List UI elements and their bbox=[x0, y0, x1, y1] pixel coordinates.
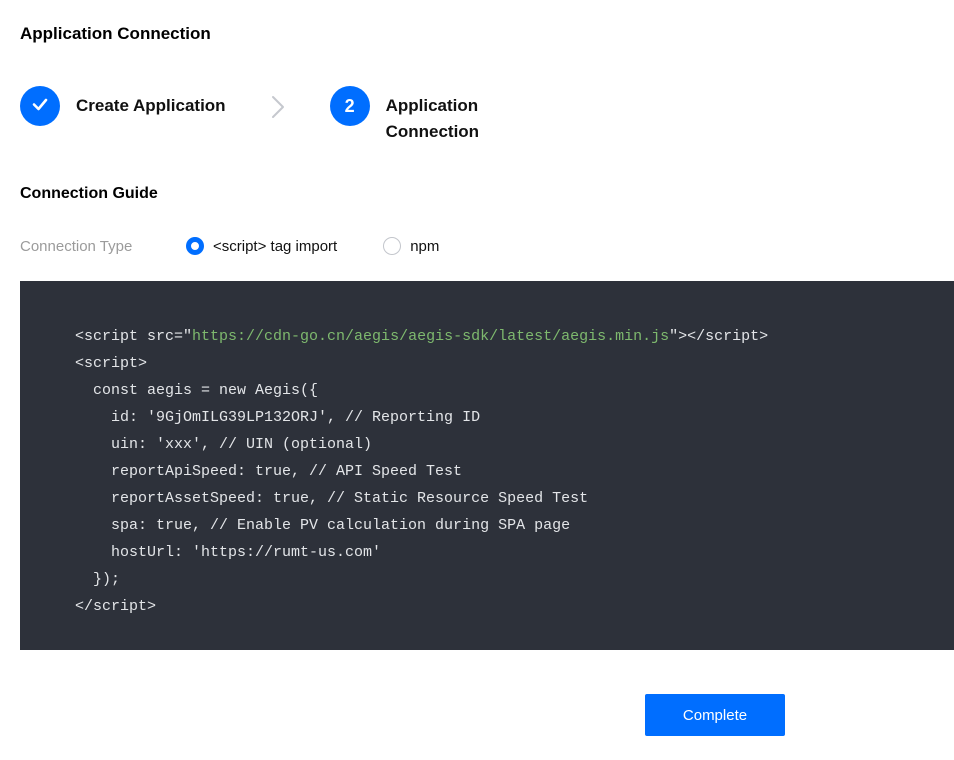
step1-label: Create Application bbox=[76, 96, 226, 115]
code-line1-post: "></script> bbox=[669, 328, 769, 345]
page-title: Application Connection bbox=[20, 24, 211, 43]
code-line: <script> bbox=[75, 355, 148, 372]
connection-type-row: Connection Type <script> tag import npm bbox=[20, 237, 954, 255]
code-line: id: '9GjOmILG39LP132ORJ', // Reporting I… bbox=[75, 409, 481, 426]
step2-label-line1: Application bbox=[385, 96, 479, 115]
code-line: reportApiSpeed: true, // API Speed Test bbox=[75, 463, 463, 480]
footer-actions: Complete bbox=[20, 694, 954, 736]
chevron-right-icon bbox=[270, 94, 286, 125]
radio-selected-icon[interactable] bbox=[186, 237, 204, 255]
step-application-connection: 2 Application Connection bbox=[329, 86, 480, 145]
radio-script-tag-label: <script> tag import bbox=[213, 237, 338, 255]
connection-type-label: Connection Type bbox=[20, 237, 133, 255]
step1-done-circle bbox=[20, 86, 60, 126]
code-line1-url: https://cdn-go.cn/aegis/aegis-sdk/latest… bbox=[192, 328, 670, 345]
step2-label-line2: Connection bbox=[385, 122, 480, 141]
complete-button[interactable]: Complete bbox=[645, 694, 785, 736]
radio-npm-label: npm bbox=[410, 237, 440, 255]
step-separator bbox=[270, 94, 286, 125]
code-line: </script> bbox=[75, 598, 157, 615]
application-connection-page: Application Connection Create Applicatio… bbox=[20, 24, 954, 736]
code-line1-pre: <script src=" bbox=[75, 328, 193, 345]
step2-number: 2 bbox=[344, 95, 355, 116]
check-icon bbox=[30, 94, 50, 119]
code-line: const aegis = new Aegis({ bbox=[75, 382, 319, 399]
radio-option-npm[interactable]: npm bbox=[383, 237, 439, 255]
radio-unselected-icon[interactable] bbox=[383, 237, 402, 255]
code-snippet-block: <script src="https://cdn-go.cn/aegis/aeg… bbox=[20, 281, 954, 650]
code-line: spa: true, // Enable PV calculation duri… bbox=[75, 517, 571, 534]
step-create-application: Create Application bbox=[20, 86, 226, 126]
connection-guide-title: Connection Guide bbox=[20, 185, 158, 202]
code-line: <script src="https://cdn-go.cn/aegis/aeg… bbox=[75, 323, 934, 350]
code-line: uin: 'xxx', // UIN (optional) bbox=[75, 436, 373, 453]
code-line: }); bbox=[75, 571, 121, 588]
code-line: reportAssetSpeed: true, // Static Resour… bbox=[75, 490, 589, 507]
step2-label: Application Connection bbox=[386, 86, 480, 145]
radio-option-script-tag[interactable]: <script> tag import bbox=[186, 237, 337, 255]
step2-number-circle: 2 bbox=[329, 86, 370, 126]
code-line: hostUrl: 'https://rumt-us.com' bbox=[75, 544, 382, 561]
stepper: Create Application 2 Application Connect… bbox=[20, 86, 954, 145]
